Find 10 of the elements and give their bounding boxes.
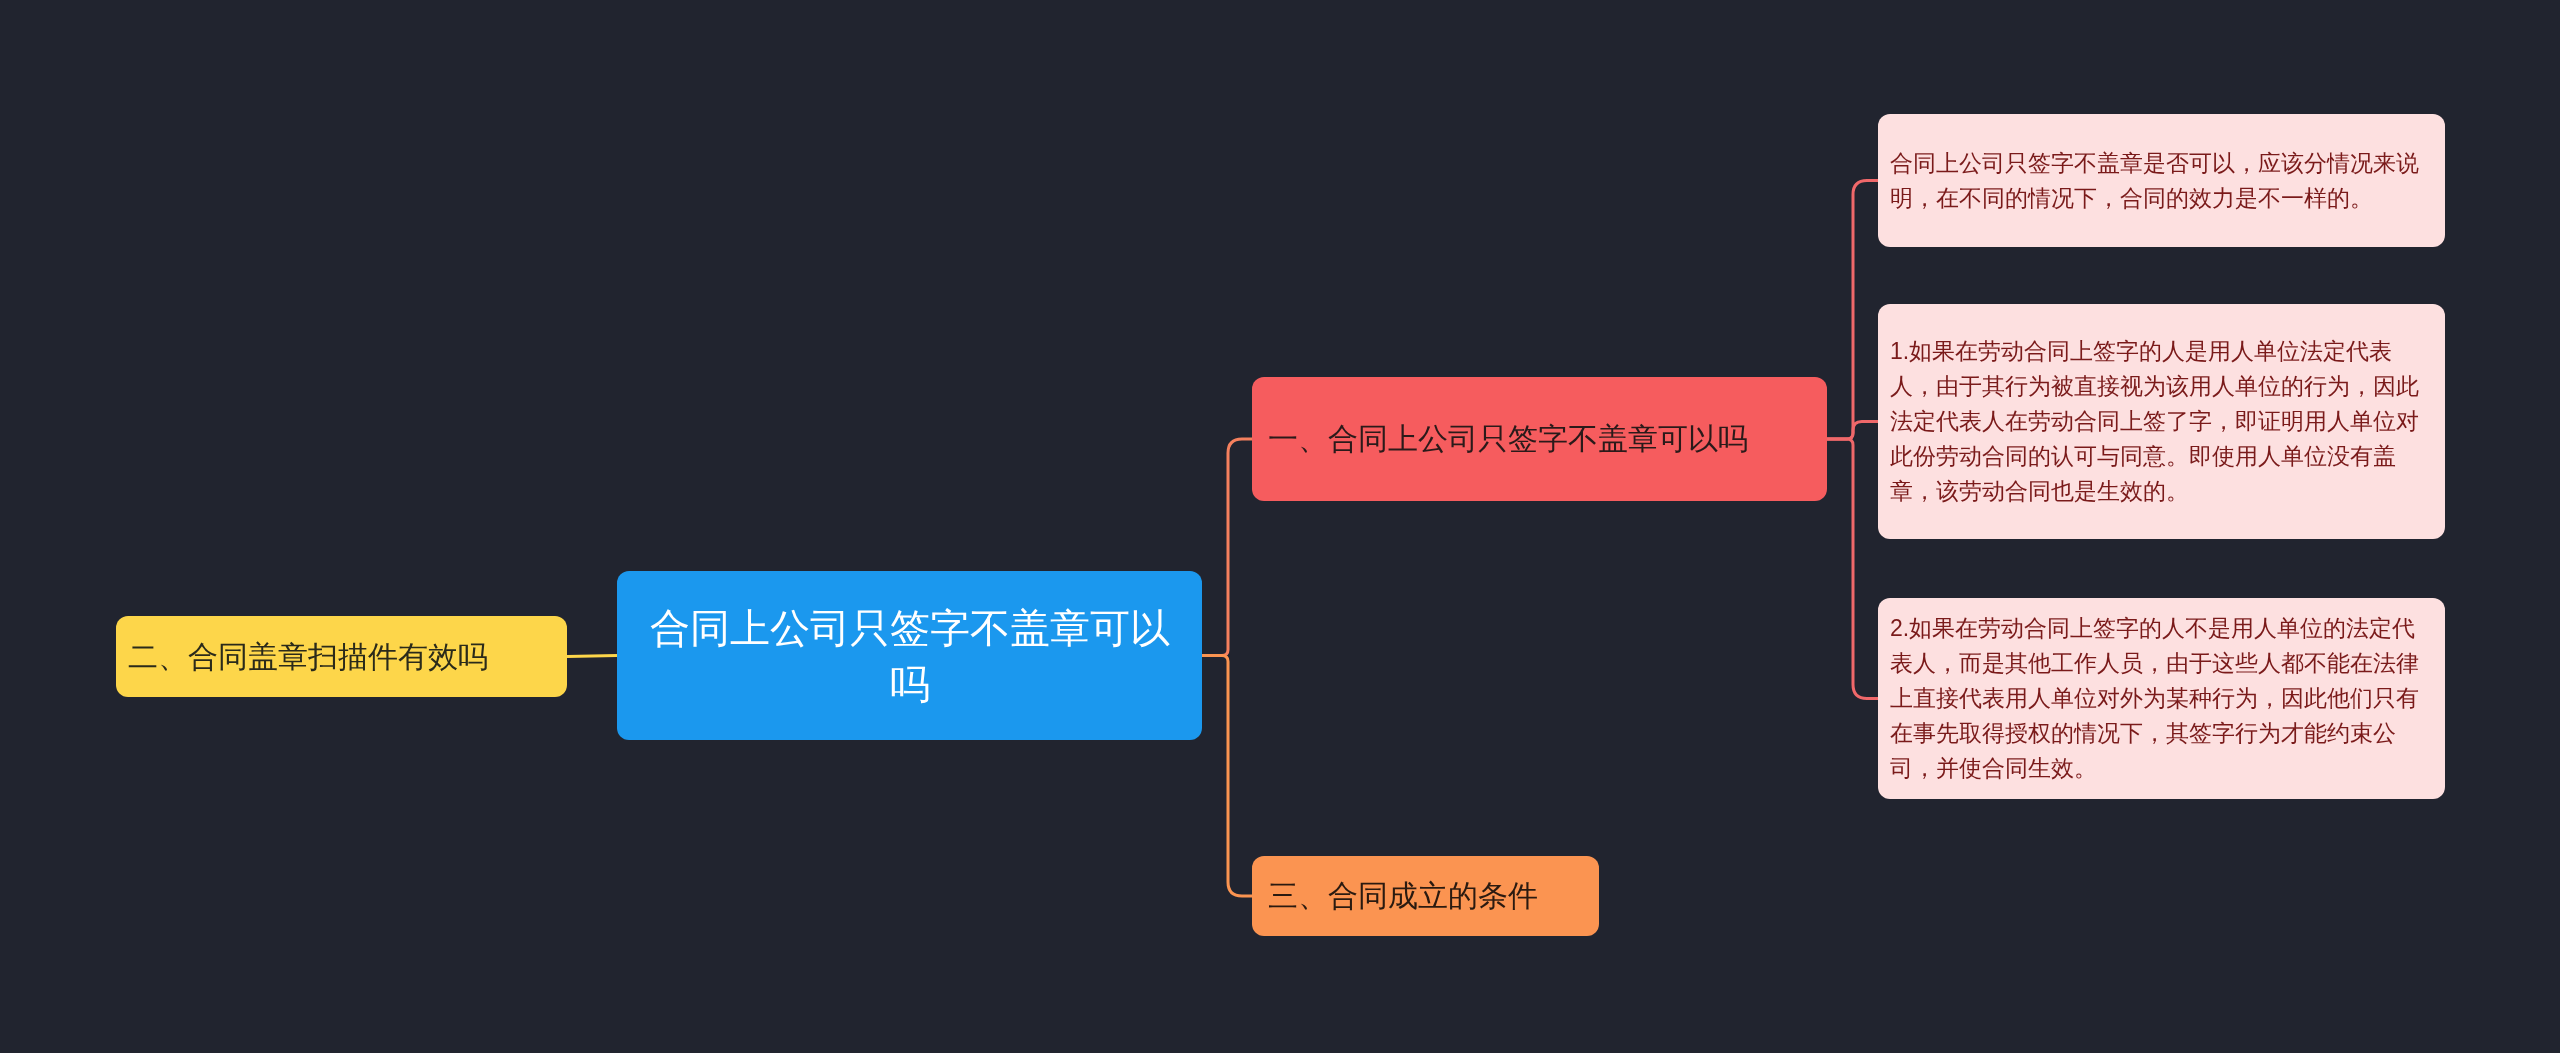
connector-line [1202,654,1252,898]
connector-line [1827,437,1878,700]
connector-line [566,654,618,658]
topic-box: 合同上公司只签字不盖章是否可以，应该分情况来说明，在不同的情况下，合同的效力是不一样的。 [1878,114,2445,247]
topic-box: 2.如果在劳动合同上签字的人不是用人单位的法定代表人，而是其他工作人员，由于这些人都不能在法律上直接代表用人单位对外为某种行为，因此他们只有在事先取得授权的情况下，其签字行为才能约束公司，并使合同生效。 [1878,598,2445,799]
topic-box: 三、合同成立的条件 [1252,856,1599,936]
topic-box: 一、合同上公司只签字不盖章可以吗 [1252,377,1827,501]
topic-box: 二、合同盖章扫描件有效吗 [116,616,567,697]
topic-box: 合同上公司只签字不盖章可以吗 [617,571,1202,740]
topic-box: 1.如果在劳动合同上签字的人是用人单位法定代表人，由于其行为被直接视为该用人单位的行为，因此法定代表人在劳动合同上签了字，即证明用人单位对此份劳动合同的认可与同意。即使用人单位没有盖章，该劳动合同也是生效的。 [1878,304,2445,539]
